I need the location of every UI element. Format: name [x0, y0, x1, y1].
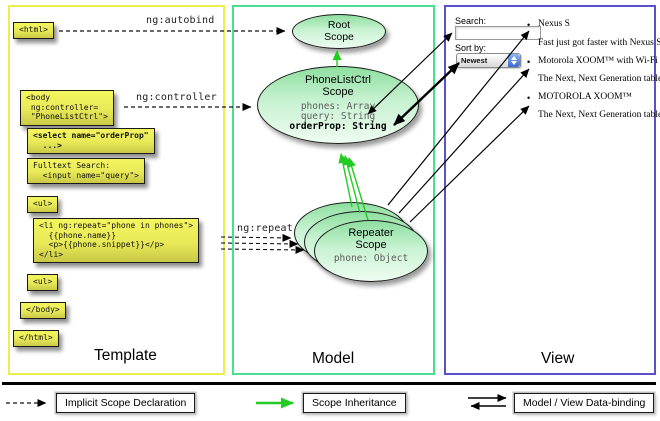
sort-by-label: Sort by:	[455, 43, 487, 53]
sort-dropdown[interactable]: Newest	[456, 53, 521, 68]
repeater-scope-ellipse: Repeater Scope phone: Object	[314, 220, 428, 282]
ng-controller-label: ng:controller	[136, 92, 217, 103]
select-tag-box: <select name="orderProp" ...>	[27, 128, 155, 154]
scope-property: phones: Array	[300, 101, 376, 112]
phone-item-title: MOTOROLA XOOM™	[538, 92, 632, 102]
scope-title: Scope	[355, 239, 387, 251]
ng-autobind-label: ng:autobind	[146, 15, 215, 26]
bullet-icon: •	[527, 57, 531, 67]
phone-item-title: Nexus S	[538, 19, 570, 29]
code-text: ...>	[33, 140, 62, 150]
code-text: <input name="query">	[33, 170, 139, 180]
scope-property: query: String	[300, 111, 376, 122]
view-panel-title: View	[541, 350, 575, 367]
code-text: <p>{{phone.snippet}}</p>	[39, 240, 165, 249]
code-text: "PhoneListCtrl">	[26, 112, 108, 121]
model-panel	[232, 5, 435, 375]
body-open-tag-box: <body ng:controller= "PhoneListCtrl">	[20, 90, 114, 126]
html-close-tag-box: </html>	[13, 330, 59, 347]
root-scope-ellipse: Root Scope	[292, 14, 386, 49]
scope-title: Root	[327, 19, 351, 31]
template-panel	[8, 5, 225, 375]
scope-property: phone: Object	[333, 253, 409, 264]
bullet-icon: •	[527, 20, 531, 30]
scope-title: Scope	[324, 31, 354, 43]
ul-close-tag-box: <ul>	[27, 274, 59, 291]
legend-model-view-data-binding: Model / View Data-binding	[514, 393, 655, 413]
code-text: Fulltext Search:	[33, 161, 111, 170]
scope-title: Repeater	[348, 227, 394, 239]
code-text: <ul>	[33, 199, 53, 208]
sort-dropdown-value: Newest	[461, 56, 488, 65]
legend-scope-inheritance: Scope Inheritance	[303, 393, 406, 413]
scope-title: PhoneListCtrl	[304, 74, 372, 86]
body-close-tag-box: </body>	[20, 302, 66, 319]
phone-item-title: Motorola XOOM™ with Wi-Fi	[538, 56, 658, 66]
code-text: ng:controller=	[26, 102, 99, 112]
code-text: <li ng:repeat="phone in phones">	[39, 221, 194, 230]
dropdown-stepper-icon	[508, 54, 520, 67]
scope-title: Scope	[322, 86, 354, 98]
phone-item-desc: The Next, Next Generation tablet.	[538, 74, 660, 84]
scope-property: orderProp: String	[289, 121, 387, 132]
code-text: </html>	[19, 333, 53, 342]
code-text: <select name="orderProp"	[33, 131, 149, 140]
code-text: <html>	[19, 25, 48, 34]
code-text: </li>	[39, 249, 64, 259]
legend-separator	[2, 382, 656, 385]
legend-implicit-scope-declaration: Implicit Scope Declaration	[56, 393, 196, 413]
li-repeat-box: <li ng:repeat="phone in phones"> {{phone…	[33, 218, 200, 263]
ng-repeat-label: ng:repeat	[237, 223, 293, 234]
fulltext-search-box: Fulltext Search: <input name="query">	[27, 158, 145, 184]
code-text: </body>	[26, 305, 60, 314]
search-label: Search:	[455, 16, 487, 26]
html-open-tag-box: <html>	[13, 22, 54, 39]
code-text: <body	[26, 93, 51, 102]
code-text: <ul>	[33, 277, 53, 286]
template-panel-title: Template	[94, 347, 157, 364]
bullet-icon: •	[527, 93, 531, 103]
ul-open-tag-box: <ul>	[27, 196, 59, 213]
phone-item-desc: Fast just got faster with Nexus S.	[538, 38, 660, 48]
phone-item-desc: The Next, Next Generation tablet.	[538, 110, 660, 120]
phonelistctrl-scope-ellipse: PhoneListCtrl Scope phones: Array query:…	[257, 66, 419, 144]
model-panel-title: Model	[312, 350, 355, 367]
code-text: {{phone.name}}	[39, 230, 117, 240]
